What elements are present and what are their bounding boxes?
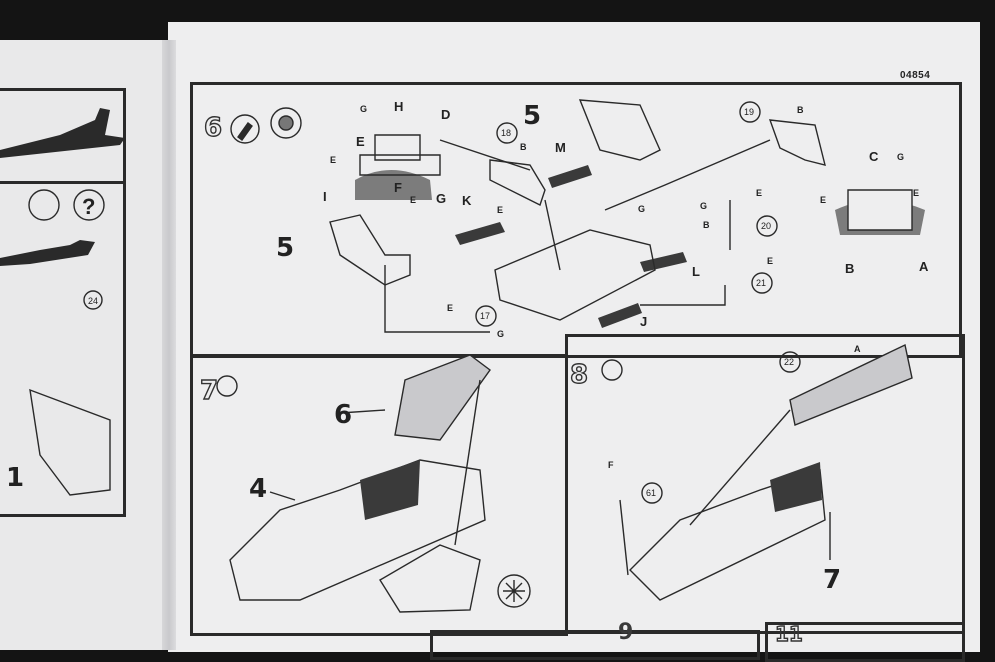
- svg-text:G: G: [638, 204, 645, 214]
- step-6-part-numbers: 18 19 20 21 17: [480, 107, 771, 321]
- assembly-5-left: 5: [276, 233, 294, 263]
- svg-text:C: C: [869, 149, 879, 164]
- svg-text:24: 24: [88, 296, 98, 306]
- sheet-number: 04854: [900, 70, 931, 81]
- part-24-circle: [83, 290, 103, 310]
- svg-text:F: F: [608, 460, 614, 470]
- step-11-number: 11: [774, 621, 803, 646]
- svg-text:E: E: [913, 188, 919, 198]
- svg-text:E: E: [767, 256, 773, 266]
- svg-text:H: H: [394, 99, 403, 114]
- glue-icon: [230, 114, 260, 144]
- svg-text:G: G: [700, 201, 707, 211]
- help-symbol: ?: [82, 194, 95, 219]
- svg-text:E: E: [756, 188, 762, 198]
- svg-text:G: G: [497, 329, 504, 339]
- svg-text:M: M: [555, 140, 566, 155]
- svg-text:17: 17: [480, 311, 490, 321]
- svg-text:K: K: [462, 193, 472, 208]
- svg-text:1: 1: [6, 463, 24, 493]
- help-icon: [73, 189, 105, 221]
- page-gutter: [162, 40, 176, 650]
- svg-text:G: G: [360, 104, 367, 114]
- right-page: [168, 22, 980, 652]
- step-6-panel: [190, 82, 962, 358]
- assembly-4: 4: [249, 474, 267, 504]
- svg-text:F: F: [394, 180, 402, 195]
- glue-icon-left: [28, 189, 60, 221]
- svg-text:18: 18: [501, 128, 511, 138]
- svg-text:E: E: [410, 195, 416, 205]
- svg-text:B: B: [845, 261, 854, 276]
- glue-icon-8: [601, 359, 623, 381]
- svg-text:E: E: [497, 205, 503, 215]
- svg-text:I: I: [323, 189, 327, 204]
- svg-text:E: E: [356, 134, 365, 149]
- svg-text:G: G: [436, 191, 446, 206]
- step-6-number: 6: [203, 112, 223, 143]
- svg-text:D: D: [441, 107, 450, 122]
- svg-text:J: J: [640, 314, 647, 329]
- svg-text:20: 20: [761, 221, 771, 231]
- sprue-tags: G B E E B E G G E B E E E G G E: [330, 104, 919, 339]
- svg-text:G: G: [897, 152, 904, 162]
- assembly-5-top: 5: [523, 101, 541, 131]
- aircraft-silhouette: [0, 108, 125, 158]
- assembly-7: 7: [823, 565, 841, 595]
- svg-text:22: 22: [784, 357, 794, 367]
- svg-text:B: B: [703, 220, 710, 230]
- svg-text:E: E: [330, 155, 336, 165]
- svg-text:19: 19: [744, 107, 754, 117]
- svg-text:E: E: [820, 195, 826, 205]
- svg-text:61: 61: [646, 488, 656, 498]
- assembly-6: 6: [334, 400, 352, 430]
- svg-text:B: B: [797, 105, 804, 115]
- aircraft-silhouette-2: [0, 240, 95, 266]
- step-7-number: 7: [199, 375, 219, 406]
- glue-icon-7: [216, 375, 238, 397]
- svg-text:21: 21: [756, 278, 766, 288]
- svg-text:A: A: [854, 344, 861, 354]
- instruction-drawings: ? 24 1: [0, 99, 929, 613]
- svg-text:B: B: [520, 142, 527, 152]
- left-step-panel-2: [0, 181, 126, 517]
- step-8-number: 8: [569, 359, 589, 390]
- step-6-letters: H D E F I G C B A K M L J: [323, 99, 929, 329]
- paint-icon: [270, 107, 302, 139]
- svg-text:L: L: [692, 264, 700, 279]
- svg-text:E: E: [447, 303, 453, 313]
- svg-text:A: A: [919, 259, 929, 274]
- cut-icon: [497, 574, 531, 608]
- step-9-number: 9: [618, 620, 634, 645]
